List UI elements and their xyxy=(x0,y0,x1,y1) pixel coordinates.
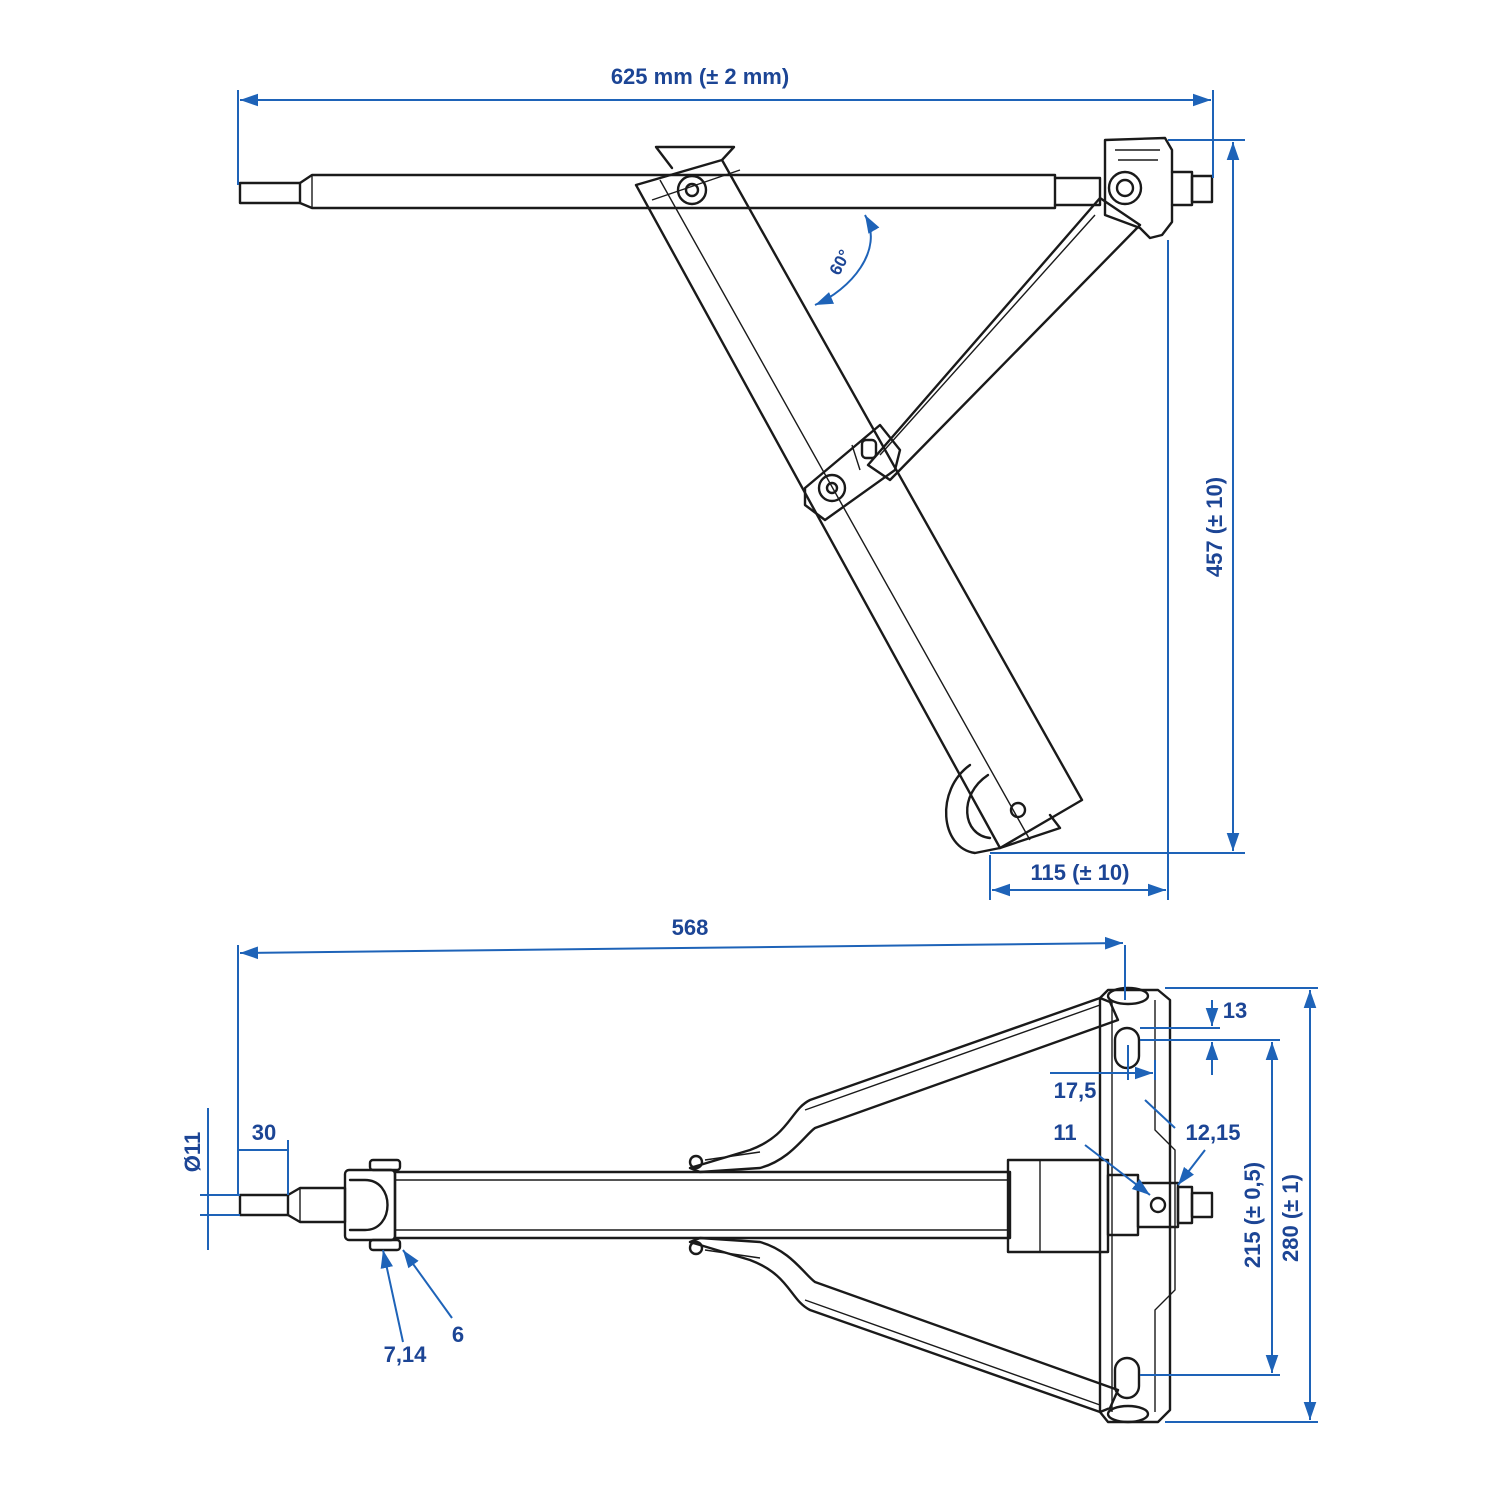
callout-11: 11 xyxy=(1053,1120,1151,1196)
dim-width: 280 (± 1) xyxy=(1165,987,1318,1423)
dim-length-568: 568 xyxy=(237,915,1126,1195)
callout-6: 6 xyxy=(402,1249,464,1347)
side-strut xyxy=(803,196,1142,522)
hole-spacing-label: 215 (± 0,5) xyxy=(1240,1162,1265,1268)
top-cylinder xyxy=(1006,1158,1214,1254)
top-main-tube xyxy=(393,1170,1012,1240)
dim-overall-length: 625 mm (± 2 mm) xyxy=(237,64,1214,185)
top-lower-arm xyxy=(688,1236,1120,1414)
dim-angle: 60° xyxy=(814,214,880,306)
callout-11-label: 11 xyxy=(1053,1120,1076,1145)
top-view: 568 30 Ø11 13 17,5 xyxy=(180,915,1318,1424)
dim-shaft-length: 30 xyxy=(238,1120,289,1195)
slot-offset-label: 17,5 xyxy=(1054,1078,1097,1103)
dim-slot-width: 13 xyxy=(1140,998,1280,1075)
foot-offset-label: 115 (± 10) xyxy=(1031,860,1130,885)
shaft-length-label: 30 xyxy=(252,1120,276,1145)
top-end-fitting xyxy=(343,1158,402,1252)
shaft-diameter-label: Ø11 xyxy=(180,1132,205,1172)
length-568-label: 568 xyxy=(672,915,709,940)
callout-6-label: 6 xyxy=(452,1322,464,1347)
width-label: 280 (± 1) xyxy=(1278,1174,1303,1262)
dim-hole-spacing: 215 (± 0,5) xyxy=(1140,1042,1280,1376)
callout-12-15: 12,15 xyxy=(1144,1099,1241,1186)
angle-label: 60° xyxy=(826,246,855,278)
side-main-leg xyxy=(634,145,1084,855)
callout-7-14: 7,14 xyxy=(380,1249,428,1367)
side-horizontal-bar xyxy=(238,173,1102,210)
slot-width-label: 13 xyxy=(1223,998,1247,1023)
dim-shaft-diameter: Ø11 xyxy=(180,1108,240,1250)
height-label: 457 (± 10) xyxy=(1202,477,1227,577)
side-view: 625 mm (± 2 mm) 457 (± 10) 115 (± 10) 60… xyxy=(237,64,1245,900)
callout-12-15-label: 12,15 xyxy=(1185,1120,1240,1145)
overall-length-label: 625 mm (± 2 mm) xyxy=(611,64,789,89)
dim-foot-offset: 115 (± 10) xyxy=(989,240,1169,900)
callout-7-14-label: 7,14 xyxy=(384,1342,428,1367)
top-shaft xyxy=(238,1186,347,1224)
side-pivot-bracket xyxy=(1103,136,1214,240)
dim-slot-offset: 17,5 xyxy=(1050,1045,1156,1103)
dim-height: 457 (± 10) xyxy=(990,139,1245,854)
top-upper-arm xyxy=(688,996,1120,1174)
